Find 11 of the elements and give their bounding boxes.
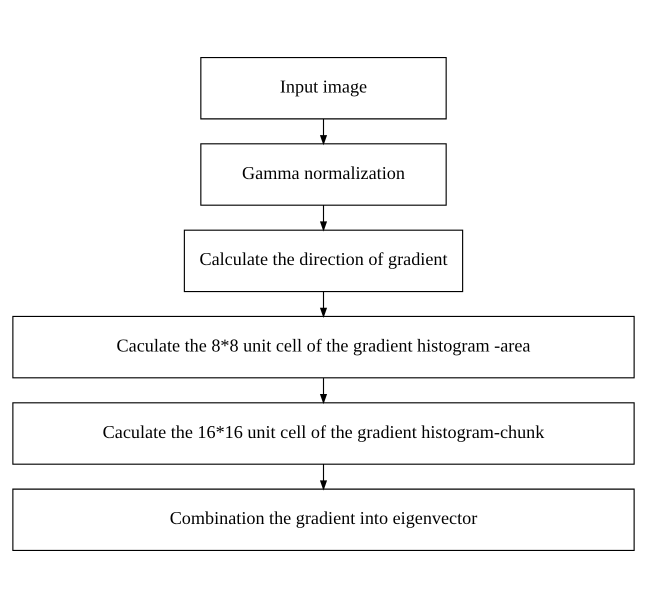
arrow	[320, 378, 328, 404]
arrow	[320, 292, 328, 318]
node-box: Caculate the 8*8 unit cell of the gradient histogram -area	[12, 316, 635, 378]
arrow	[320, 206, 328, 232]
node-box: Calculate the direction of gradient	[184, 230, 464, 292]
node-box: Combination the gradient into eigenvector	[12, 488, 635, 552]
arrow	[320, 119, 328, 146]
node-box: Caculate the 16*16 unit cell of the gradient histogram-chunk	[12, 402, 635, 465]
node-box: Input image	[200, 56, 447, 120]
node-box: Gamma normalization	[200, 143, 447, 206]
arrow	[320, 464, 328, 491]
